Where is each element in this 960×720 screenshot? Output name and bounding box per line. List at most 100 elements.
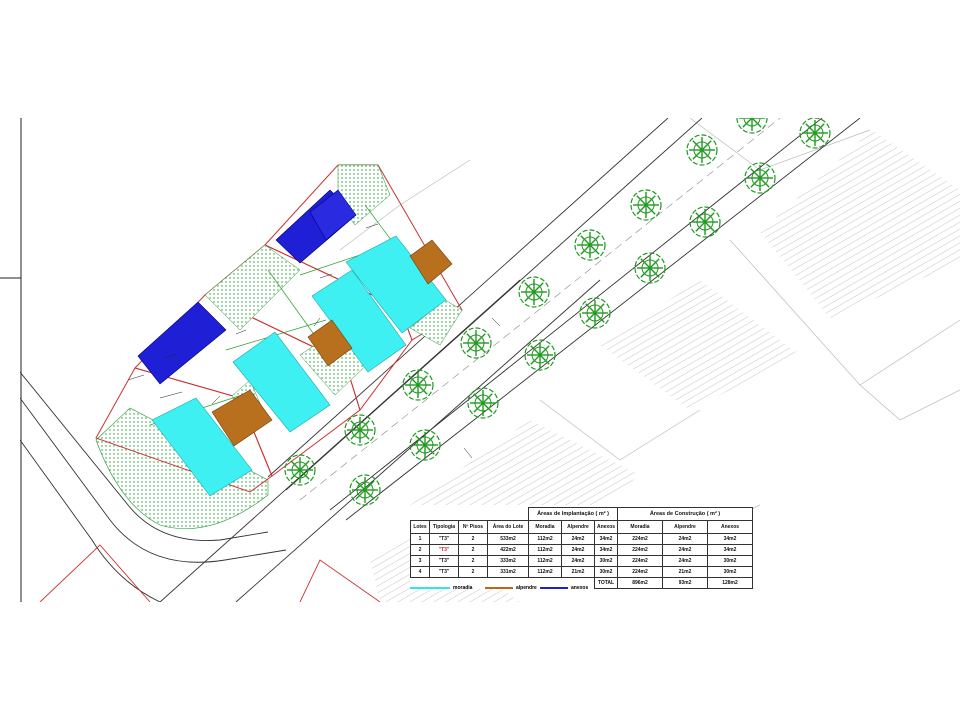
legend-swatch bbox=[540, 587, 568, 589]
alpendre-lot-1 bbox=[211, 389, 273, 447]
tree-icon bbox=[736, 118, 768, 134]
legend-swatch bbox=[410, 587, 450, 589]
col-header: Anexos bbox=[594, 520, 618, 534]
cell: 24m2 bbox=[662, 544, 708, 556]
tree-icon bbox=[524, 339, 556, 371]
cell: "T3" bbox=[429, 566, 459, 578]
road bbox=[20, 118, 861, 602]
tree-icon bbox=[634, 252, 666, 284]
cell: 422m2 bbox=[487, 544, 529, 556]
tree-icon bbox=[744, 162, 776, 194]
cell: 24m2 bbox=[662, 533, 708, 545]
tree-icon bbox=[689, 206, 721, 238]
tree-icon bbox=[574, 229, 606, 261]
tree-icon bbox=[630, 189, 662, 221]
cell: 333m2 bbox=[487, 555, 529, 567]
cell: 2 bbox=[458, 566, 488, 578]
legend: moradia alpendre anexos bbox=[410, 585, 610, 597]
col-header: Alpendre bbox=[561, 520, 595, 534]
cell: 224m2 bbox=[617, 566, 663, 578]
cell: 2 bbox=[410, 544, 430, 556]
table-row: 1 "T3" 2 533m2 112m2 24m2 34m2 224m2 24m… bbox=[410, 533, 753, 545]
cell: 112m2 bbox=[528, 544, 562, 556]
col-header: Moradia bbox=[617, 520, 663, 534]
cell: 224m2 bbox=[617, 533, 663, 545]
hatched-plot-lower bbox=[410, 420, 640, 505]
cell: 224m2 bbox=[617, 544, 663, 556]
alpendre-buildings bbox=[211, 239, 453, 447]
moradia-lot-1 bbox=[151, 397, 253, 497]
cell: 34m2 bbox=[594, 533, 618, 545]
header-group-implantacao: Áreas de Implantação ( m² ) bbox=[528, 507, 618, 521]
cell: 30m2 bbox=[594, 566, 618, 578]
cell: 112m2 bbox=[528, 533, 562, 545]
cell: 21m2 bbox=[662, 566, 708, 578]
tree-row bbox=[284, 118, 831, 506]
tree-icon bbox=[799, 118, 831, 149]
cell: 34m2 bbox=[594, 544, 618, 556]
cell: 24m2 bbox=[561, 544, 595, 556]
cell: 30m2 bbox=[707, 566, 753, 578]
col-header: Moradia bbox=[528, 520, 562, 534]
anexo-3 bbox=[309, 189, 357, 241]
cell: "T3" bbox=[429, 533, 459, 545]
col-header: Lotes bbox=[410, 520, 430, 534]
table-row: 3 "T3" 2 333m2 112m2 24m2 30m2 224m2 24m… bbox=[410, 555, 753, 567]
cell: 2 bbox=[458, 544, 488, 556]
legend-item-anexos: anexos bbox=[540, 585, 588, 591]
tree-icon bbox=[402, 369, 434, 401]
col-header: Área do Lote bbox=[487, 520, 529, 534]
cell: 30m2 bbox=[707, 555, 753, 567]
cell: 21m2 bbox=[561, 566, 595, 578]
tree-icon bbox=[409, 429, 441, 461]
moradia-lot-2 bbox=[232, 331, 331, 433]
cell: 331m2 bbox=[487, 566, 529, 578]
lot-lines-lower bbox=[39, 544, 381, 602]
tree-icon bbox=[284, 454, 316, 486]
cell: 3 bbox=[410, 555, 430, 567]
cell: 112m2 bbox=[528, 566, 562, 578]
tree-icon bbox=[686, 134, 718, 166]
table-row: 4 "T3" 2 331m2 112m2 21m2 30m2 224m2 21m… bbox=[410, 566, 753, 578]
col-header: Anexos bbox=[707, 520, 753, 534]
legend-item-moradia: moradia bbox=[410, 585, 472, 591]
col-header: Tipologia bbox=[429, 520, 459, 534]
cell: 34m2 bbox=[707, 544, 753, 556]
cell: 224m2 bbox=[617, 555, 663, 567]
cell: "T3" bbox=[429, 544, 459, 556]
hatched-plot-top-right bbox=[760, 130, 960, 318]
col-header: Nº Pisos bbox=[458, 520, 488, 534]
cell: 533m2 bbox=[487, 533, 529, 545]
tree-icon bbox=[344, 414, 376, 446]
moradia-lot-4 bbox=[345, 235, 447, 334]
cell: 1 bbox=[410, 533, 430, 545]
cell: 4 bbox=[410, 566, 430, 578]
total-cell: 128m2 bbox=[707, 577, 753, 589]
cell: 112m2 bbox=[528, 555, 562, 567]
anexo-1 bbox=[137, 301, 227, 385]
cell: "T3" bbox=[429, 555, 459, 567]
legend-label: moradia bbox=[453, 585, 473, 591]
tree-icon bbox=[349, 474, 381, 506]
cell: 24m2 bbox=[561, 533, 595, 545]
table-blank bbox=[411, 508, 529, 521]
header-group-construcao: Áreas de Construção ( m² ) bbox=[617, 507, 753, 521]
areas-table: Áreas de Implantação ( m² ) Áreas de Con… bbox=[410, 507, 753, 589]
road-axis bbox=[299, 118, 781, 501]
total-cell: 93m2 bbox=[662, 577, 708, 589]
total-label: TOTAL bbox=[594, 577, 618, 589]
moradia-buildings bbox=[151, 235, 447, 497]
cell: 2 bbox=[458, 555, 488, 567]
alpendre-lot-4 bbox=[409, 239, 453, 285]
alpendre-lot-2 bbox=[307, 319, 353, 367]
tree-icon bbox=[467, 387, 499, 419]
dimension-marks bbox=[127, 223, 501, 459]
cell: 24m2 bbox=[561, 555, 595, 567]
cell: 24m2 bbox=[662, 555, 708, 567]
tree-icon bbox=[579, 297, 611, 329]
legend-swatch bbox=[485, 587, 513, 589]
tree-icon bbox=[460, 327, 492, 359]
hatched-plot-middle bbox=[600, 280, 800, 410]
legend-item-alpendre: alpendre bbox=[485, 585, 537, 591]
